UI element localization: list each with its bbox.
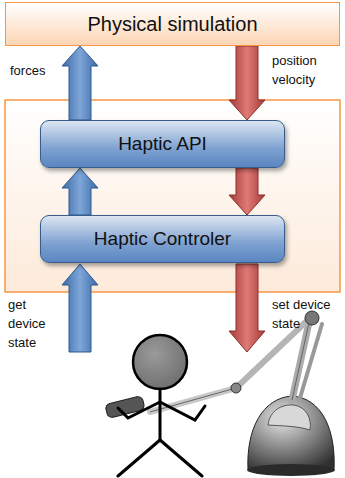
node-text: Haptic Controler (94, 228, 231, 250)
state-label: set device state (272, 296, 338, 334)
flow-arrow (229, 168, 265, 215)
get-state-arrow (62, 264, 98, 352)
process-box: Haptic Controler (40, 215, 285, 263)
edge-label: position velocity (272, 52, 340, 90)
set-state-arrow (229, 264, 265, 352)
node-text: Physical simulation (87, 13, 257, 36)
state-label: get device state (8, 296, 66, 353)
simulation-band: Physical simulation (5, 2, 340, 46)
flow-arrow (62, 46, 98, 120)
process-box: Haptic API (40, 120, 285, 168)
flow-arrow (62, 168, 98, 215)
controller-frame (5, 100, 340, 292)
edge-label: forces (10, 62, 70, 81)
node-text: Haptic API (118, 133, 207, 155)
flow-arrow (229, 46, 265, 120)
haptic-device (105, 311, 335, 476)
user-figure (118, 335, 205, 476)
